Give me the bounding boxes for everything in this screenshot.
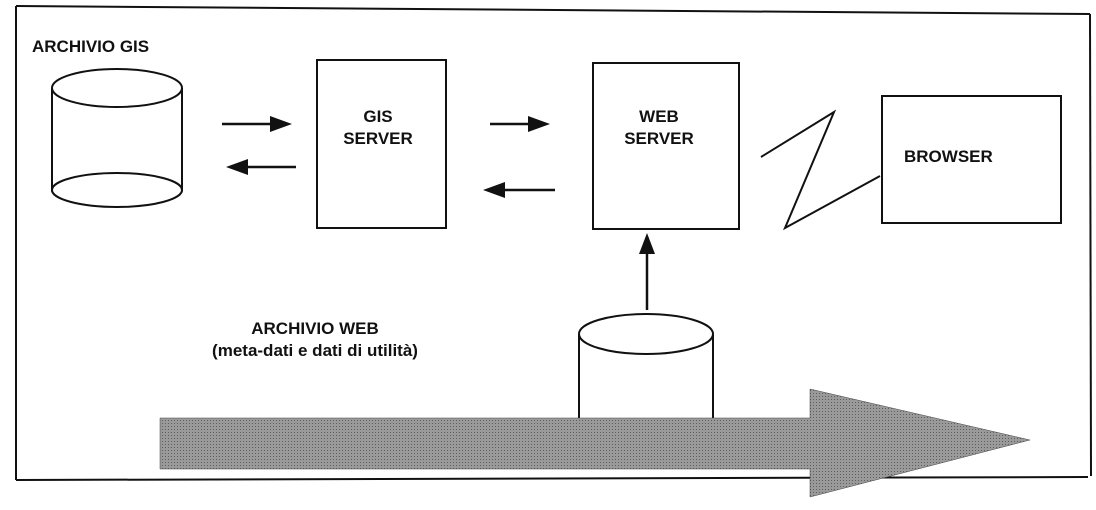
web-server-label: WEB SERVER <box>604 106 714 150</box>
gis-archive-cylinder <box>51 68 183 208</box>
gis-server-label: GIS SERVER <box>330 106 426 150</box>
arrow-archive-to-gisserver <box>222 116 292 132</box>
web-server-line1: WEB <box>639 107 679 126</box>
gis-server-line1: GIS <box>363 107 393 126</box>
network-link-zigzag <box>760 109 881 231</box>
arrow-gisserver-to-webserver <box>490 116 550 132</box>
archivio-gis-label: ARCHIVIO GIS <box>32 37 150 56</box>
outer-frame <box>15 5 1092 481</box>
browser-box <box>881 95 1062 224</box>
gis-server-line2: SERVER <box>343 129 413 148</box>
big-flow-arrow-shape <box>159 388 1031 498</box>
web-server-line2: SERVER <box>624 129 694 148</box>
arrow-webserver-to-gisserver <box>483 182 555 198</box>
browser-label: BROWSER <box>904 147 993 166</box>
archivio-web-title: ARCHIVIO WEB <box>251 319 379 338</box>
archivio-web-subtitle: (meta-dati e dati di utilità) <box>212 341 418 360</box>
arrow-webarchive-to-webserver <box>639 233 655 310</box>
web-server-box <box>592 62 740 230</box>
archivio-web-label: ARCHIVIO WEB (meta-dati e dati di utilit… <box>155 318 475 362</box>
gis-server-box <box>316 59 447 229</box>
arrow-gisserver-to-archive <box>226 159 296 175</box>
